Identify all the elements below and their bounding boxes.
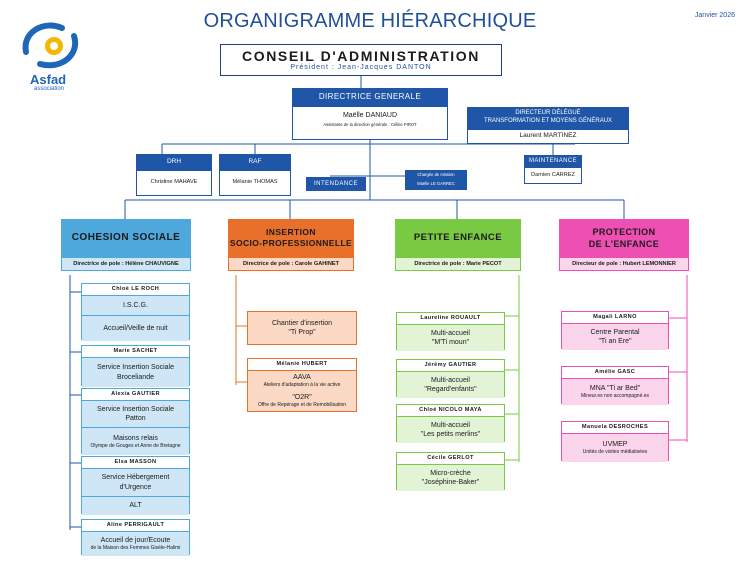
- pole-protection-title: PROTECTION DE L'ENFANCE: [559, 219, 689, 257]
- card-service: Service Insertion Sociale Broceliande: [82, 357, 189, 387]
- ddt-box: DIRECTEUR DÉLÉGUÉ TRANSFORMATION ET MOYE…: [467, 107, 629, 144]
- raf-name: Mélanie THOMAS: [219, 170, 291, 196]
- card-service: Accueil de jour/Ecoute de la Maison des …: [82, 531, 189, 556]
- cohesion-card-4: Elsa MASSON Service Hébergement d'Urgenc…: [81, 456, 190, 515]
- card-name: Mélanie HUBERT: [276, 361, 328, 367]
- cohesion-card-3: Alexia GAUTIER Service Insertion Sociale…: [81, 388, 190, 455]
- card-name: Chloé LE ROCH: [111, 286, 160, 292]
- card-service: Centre Parental "Ti an Ere": [562, 323, 668, 350]
- maintenance-box: MAINTENANCE Damien CARREZ: [524, 155, 582, 184]
- petite-card-1: Laureline ROUAULT Multi-accueil "M'Ti mo…: [396, 312, 505, 351]
- cohesion-card-1: Chloé LE ROCH I.S.C.G. Accueil/Veille de…: [81, 283, 190, 341]
- pole-cohesion-title: COHESION SOCIALE: [61, 219, 191, 257]
- card-service: I.S.C.G.: [82, 295, 189, 315]
- pole-petite-title: PETITE ENFANCE: [395, 219, 521, 257]
- petite-card-2: Jérémy GAUTIER Multi-accueil "Regard'enf…: [396, 359, 505, 398]
- card-service: "O2R" Offre de Repérage et de Remobilisa…: [248, 391, 356, 411]
- ddt-title-2: TRANSFORMATION ET MOYENS GÉNÉRAUX: [483, 118, 613, 124]
- conseil-president: Président : Jean-Jacques DANTON: [290, 64, 432, 71]
- card-name: Manuela DESROCHES: [581, 424, 649, 430]
- dg-title: DIRECTRICE GENERALE: [292, 88, 448, 106]
- insertion-card: Mélanie HUBERT AAVA Ateliers d'adaptatio…: [247, 358, 357, 412]
- petite-card-4: Cécile GERLOT Micro-crèche "Joséphine-Ba…: [396, 452, 505, 491]
- logo-name: Asfad: [30, 72, 67, 87]
- card-name: Chloé NICOLO MAYA: [419, 407, 482, 413]
- card-name: Jérémy GAUTIER: [424, 362, 477, 368]
- drh-title: DRH: [136, 154, 212, 170]
- dg-name: Maëlle DANIAUD: [342, 112, 398, 119]
- mission-name: Maëlle LE GARREC: [405, 179, 467, 190]
- pole-protection-director: Directeur de pole : Hubert LEMONNIER: [559, 257, 689, 271]
- chantier-label: Chantier d'insertion "Ti Prop": [271, 319, 333, 336]
- card-name: Elsa MASSON: [114, 459, 157, 465]
- drh-name: Christine MAHAVE: [136, 170, 212, 196]
- card-service: AAVA Ateliers d'adaptation à la vie acti…: [248, 370, 356, 391]
- asfad-logo-icon: [22, 22, 79, 69]
- maintenance-title: MAINTENANCE: [524, 155, 582, 167]
- dg-box: DIRECTRICE GENERALE Maëlle DANIAUD Assis…: [292, 88, 448, 140]
- protection-card-2: Amélie GASC MNA "Ti ar Bed" Mineur.es no…: [561, 366, 669, 405]
- card-service: Multi-accueil "Regard'enfants": [397, 371, 504, 398]
- mission-box: Chargée de mission Maëlle LE GARREC: [405, 170, 467, 190]
- protection-card-3: Manuela DESROCHES UVMEP Unités de visite…: [561, 421, 669, 462]
- card-service: Service Hébergement d'Urgence: [82, 468, 189, 496]
- card-name: Amélie GASC: [594, 369, 636, 375]
- drh-box: DRH Christine MAHAVE: [136, 154, 212, 196]
- card-service: ALT: [82, 496, 189, 515]
- pole-cohesion-director: Directrice de pole : Hélène CHAUVIGNE: [61, 257, 191, 271]
- card-service: Maisons relais Olympe de Gouges et Anne …: [82, 427, 189, 455]
- card-name: Alexia GAUTIER: [111, 391, 160, 397]
- card-service: Multi-accueil "Les petits merlins": [397, 416, 504, 443]
- pole-insertion-title: INSERTION SOCIO-PROFESSIONNELLE: [228, 219, 354, 257]
- card-name: Cécile GERLOT: [427, 455, 474, 461]
- ddt-name: Laurent MARTINEZ: [467, 129, 629, 144]
- dg-assistant: Assistante de la direction générale : Cé…: [323, 122, 417, 127]
- card-service: Multi-accueil "M'Ti moun": [397, 324, 504, 351]
- page-title: ORGANIGRAMME HIÉRARCHIQUE: [203, 10, 537, 32]
- protection-card-1: Magali LARNO Centre Parental "Ti an Ere": [561, 311, 669, 350]
- card-service: Micro-crèche "Joséphine-Baker": [397, 464, 504, 491]
- logo-sub: association: [34, 86, 65, 92]
- card-service: Accueil/Veille de nuit: [82, 315, 189, 341]
- card-service: Service Insertion Sociale Patton: [82, 400, 189, 427]
- card-name: Magali LARNO: [593, 314, 637, 320]
- card-name: Aline PERRIGAULT: [106, 522, 165, 528]
- petite-card-3: Chloé NICOLO MAYA Multi-accueil "Les pet…: [396, 404, 505, 443]
- maintenance-name: Damien CARREZ: [524, 167, 582, 184]
- card-service: UVMEP Unités de visites médiatisées: [562, 433, 668, 462]
- cohesion-card-5: Aline PERRIGAULT Accueil de jour/Ecoute …: [81, 519, 190, 556]
- conseil-box: CONSEIL D'ADMINISTRATION Président : Jea…: [220, 44, 502, 76]
- raf-title: RAF: [219, 154, 291, 170]
- card-name: Laureline ROUAULT: [420, 315, 481, 321]
- mission-title: Chargée de mission: [405, 170, 467, 179]
- card-name: Marie SACHET: [113, 348, 158, 354]
- pole-petite-director: Directrice de pole : Marie PECOT: [395, 257, 521, 271]
- insertion-chantier: Chantier d'insertion "Ti Prop": [247, 311, 357, 345]
- date-label: Janvier 2026: [694, 12, 735, 19]
- intendance-box: INTENDANCE: [306, 177, 366, 191]
- cohesion-card-2: Marie SACHET Service Insertion Sociale B…: [81, 345, 190, 387]
- conseil-title: CONSEIL D'ADMINISTRATION: [242, 48, 480, 64]
- pole-insertion-director: Directrice de pole : Carole GAHINET: [228, 257, 354, 271]
- ddt-title-1: DIRECTEUR DÉLÉGUÉ: [515, 110, 581, 116]
- card-service: MNA "Ti ar Bed" Mineur.es non accompagné…: [562, 378, 668, 405]
- raf-box: RAF Mélanie THOMAS: [219, 154, 291, 196]
